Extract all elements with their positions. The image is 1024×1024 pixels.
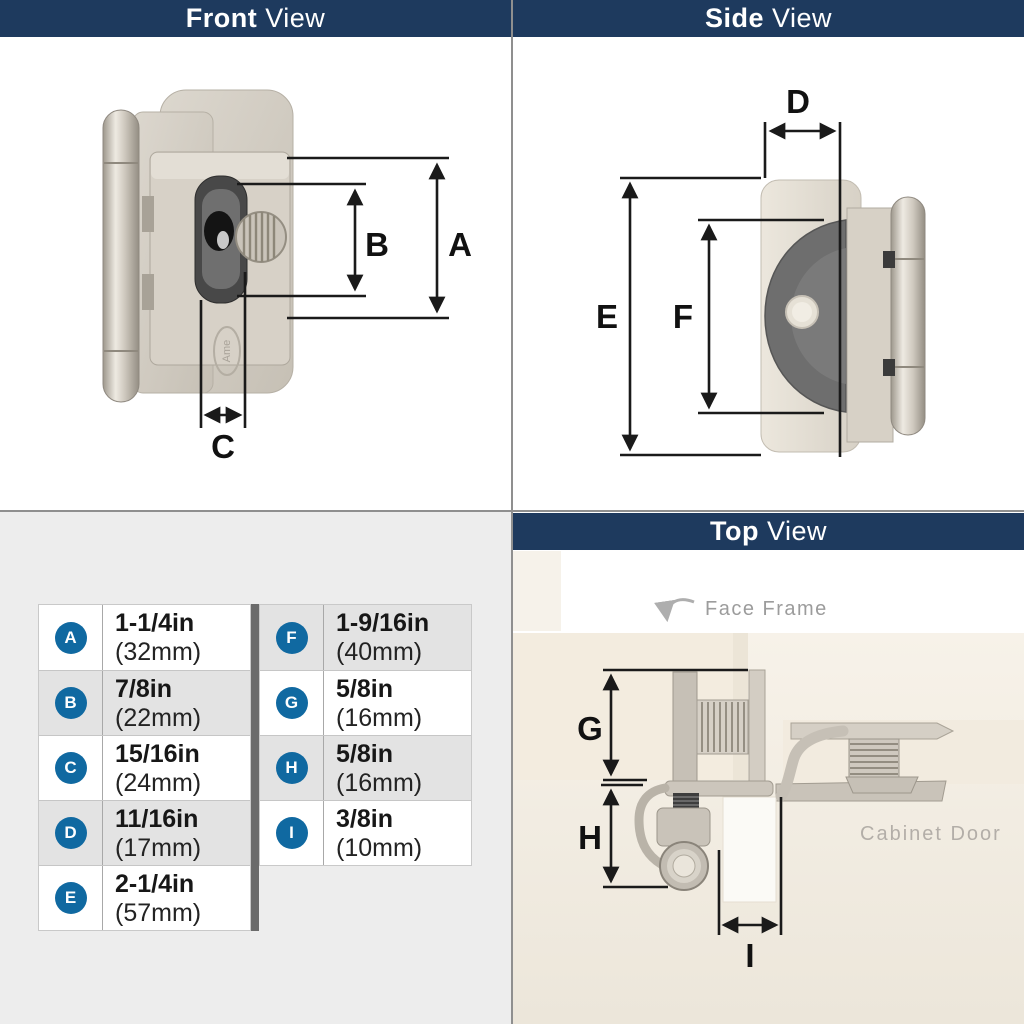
table-row: F 1-9/16in (40mm) [260, 605, 471, 670]
letter-badge: E [54, 882, 87, 914]
top-view-title-bold: Top [709, 516, 759, 546]
dimension-metric: (32mm) [115, 638, 202, 666]
table-row: G 5/8in (16mm) [260, 670, 471, 735]
dimension-value: 11/16in [115, 805, 199, 833]
front-view-panel: Ame Front View A B C [0, 0, 511, 510]
dimension-table: A 1-1/4in (32mm) B 7/8in (22mm) C 15/16i… [38, 604, 472, 931]
dimension-metric: (24mm) [115, 769, 202, 797]
dim-label-d: D [786, 83, 810, 120]
dimension-value: 5/8in [336, 740, 393, 768]
dimension-table-left-group: A 1-1/4in (32mm) B 7/8in (22mm) C 15/16i… [38, 604, 251, 931]
side-view-header: Side View [513, 0, 1024, 37]
dim-label-e: E [595, 298, 618, 335]
front-dimension-lines [199, 156, 449, 428]
letter-badge: A [54, 621, 87, 654]
top-view-title-rest: View [766, 516, 828, 546]
table-row: C 15/16in (24mm) [39, 735, 250, 800]
dimension-value: 1-1/4in [115, 609, 195, 637]
top-view-header: Top View [513, 513, 1024, 550]
letter-badge: G [275, 687, 308, 719]
letter-badge: C [54, 752, 87, 784]
dimension-metric: (22mm) [115, 704, 202, 732]
table-row: D 11/16in (17mm) [39, 800, 250, 865]
top-dimension-lines [601, 668, 783, 935]
side-view-panel: Side View D E F [513, 0, 1024, 510]
front-view-header: Front View [0, 0, 511, 37]
dimension-value: 5/8in [336, 675, 393, 703]
side-view-title-rest: View [771, 3, 833, 33]
letter-badge: I [275, 817, 308, 849]
table-row: B 7/8in (22mm) [39, 670, 250, 735]
dim-label-a: A [448, 226, 472, 263]
dimension-metric: (16mm) [336, 769, 423, 797]
dimension-metric: (57mm) [115, 899, 202, 927]
dimension-metric: (40mm) [336, 638, 423, 666]
letter-badge: F [275, 621, 308, 654]
front-view-drawing: Ame [102, 89, 449, 428]
dim-label-f: F [672, 298, 694, 335]
letter-badge: D [54, 817, 87, 849]
side-dimension-lines [620, 122, 842, 457]
dimension-table-panel: A 1-1/4in (32mm) B 7/8in (22mm) C 15/16i… [0, 512, 511, 1024]
dimension-metric: (17mm) [115, 834, 202, 862]
dim-label-c: C [211, 428, 235, 465]
face-frame-arrow [654, 598, 695, 623]
top-view-drawing [513, 550, 1024, 1024]
letter-badge: H [275, 752, 308, 784]
dimension-table-right-group: F 1-9/16in (40mm) G 5/8in (16mm) H 5/8in… [259, 604, 472, 866]
table-row: E 2-1/4in (57mm) [39, 865, 250, 930]
dimension-value: 3/8in [336, 805, 393, 833]
vertical-divider [511, 0, 513, 1024]
dimension-value: 7/8in [115, 675, 172, 703]
front-view-title-rest: View [265, 3, 326, 33]
dim-label-b: B [365, 226, 389, 263]
table-row: A 1-1/4in (32mm) [39, 605, 250, 670]
dimension-metric: (10mm) [336, 834, 423, 862]
front-view-title-bold: Front [185, 3, 258, 33]
brand-stamp: Ame [221, 340, 233, 363]
dimension-value: 2-1/4in [115, 870, 195, 898]
dimension-value: 1-9/16in [336, 609, 430, 637]
dimension-metric: (16mm) [336, 704, 423, 732]
side-view-title-bold: Side [704, 3, 764, 33]
table-divider-bar [251, 604, 259, 931]
side-view-drawing [620, 122, 926, 457]
letter-badge: B [54, 687, 87, 719]
table-row: H 5/8in (16mm) [260, 735, 471, 800]
table-row: I 3/8in (10mm) [260, 800, 471, 865]
top-view-panel: Top View [513, 512, 1024, 1024]
dimension-value: 15/16in [115, 740, 200, 768]
